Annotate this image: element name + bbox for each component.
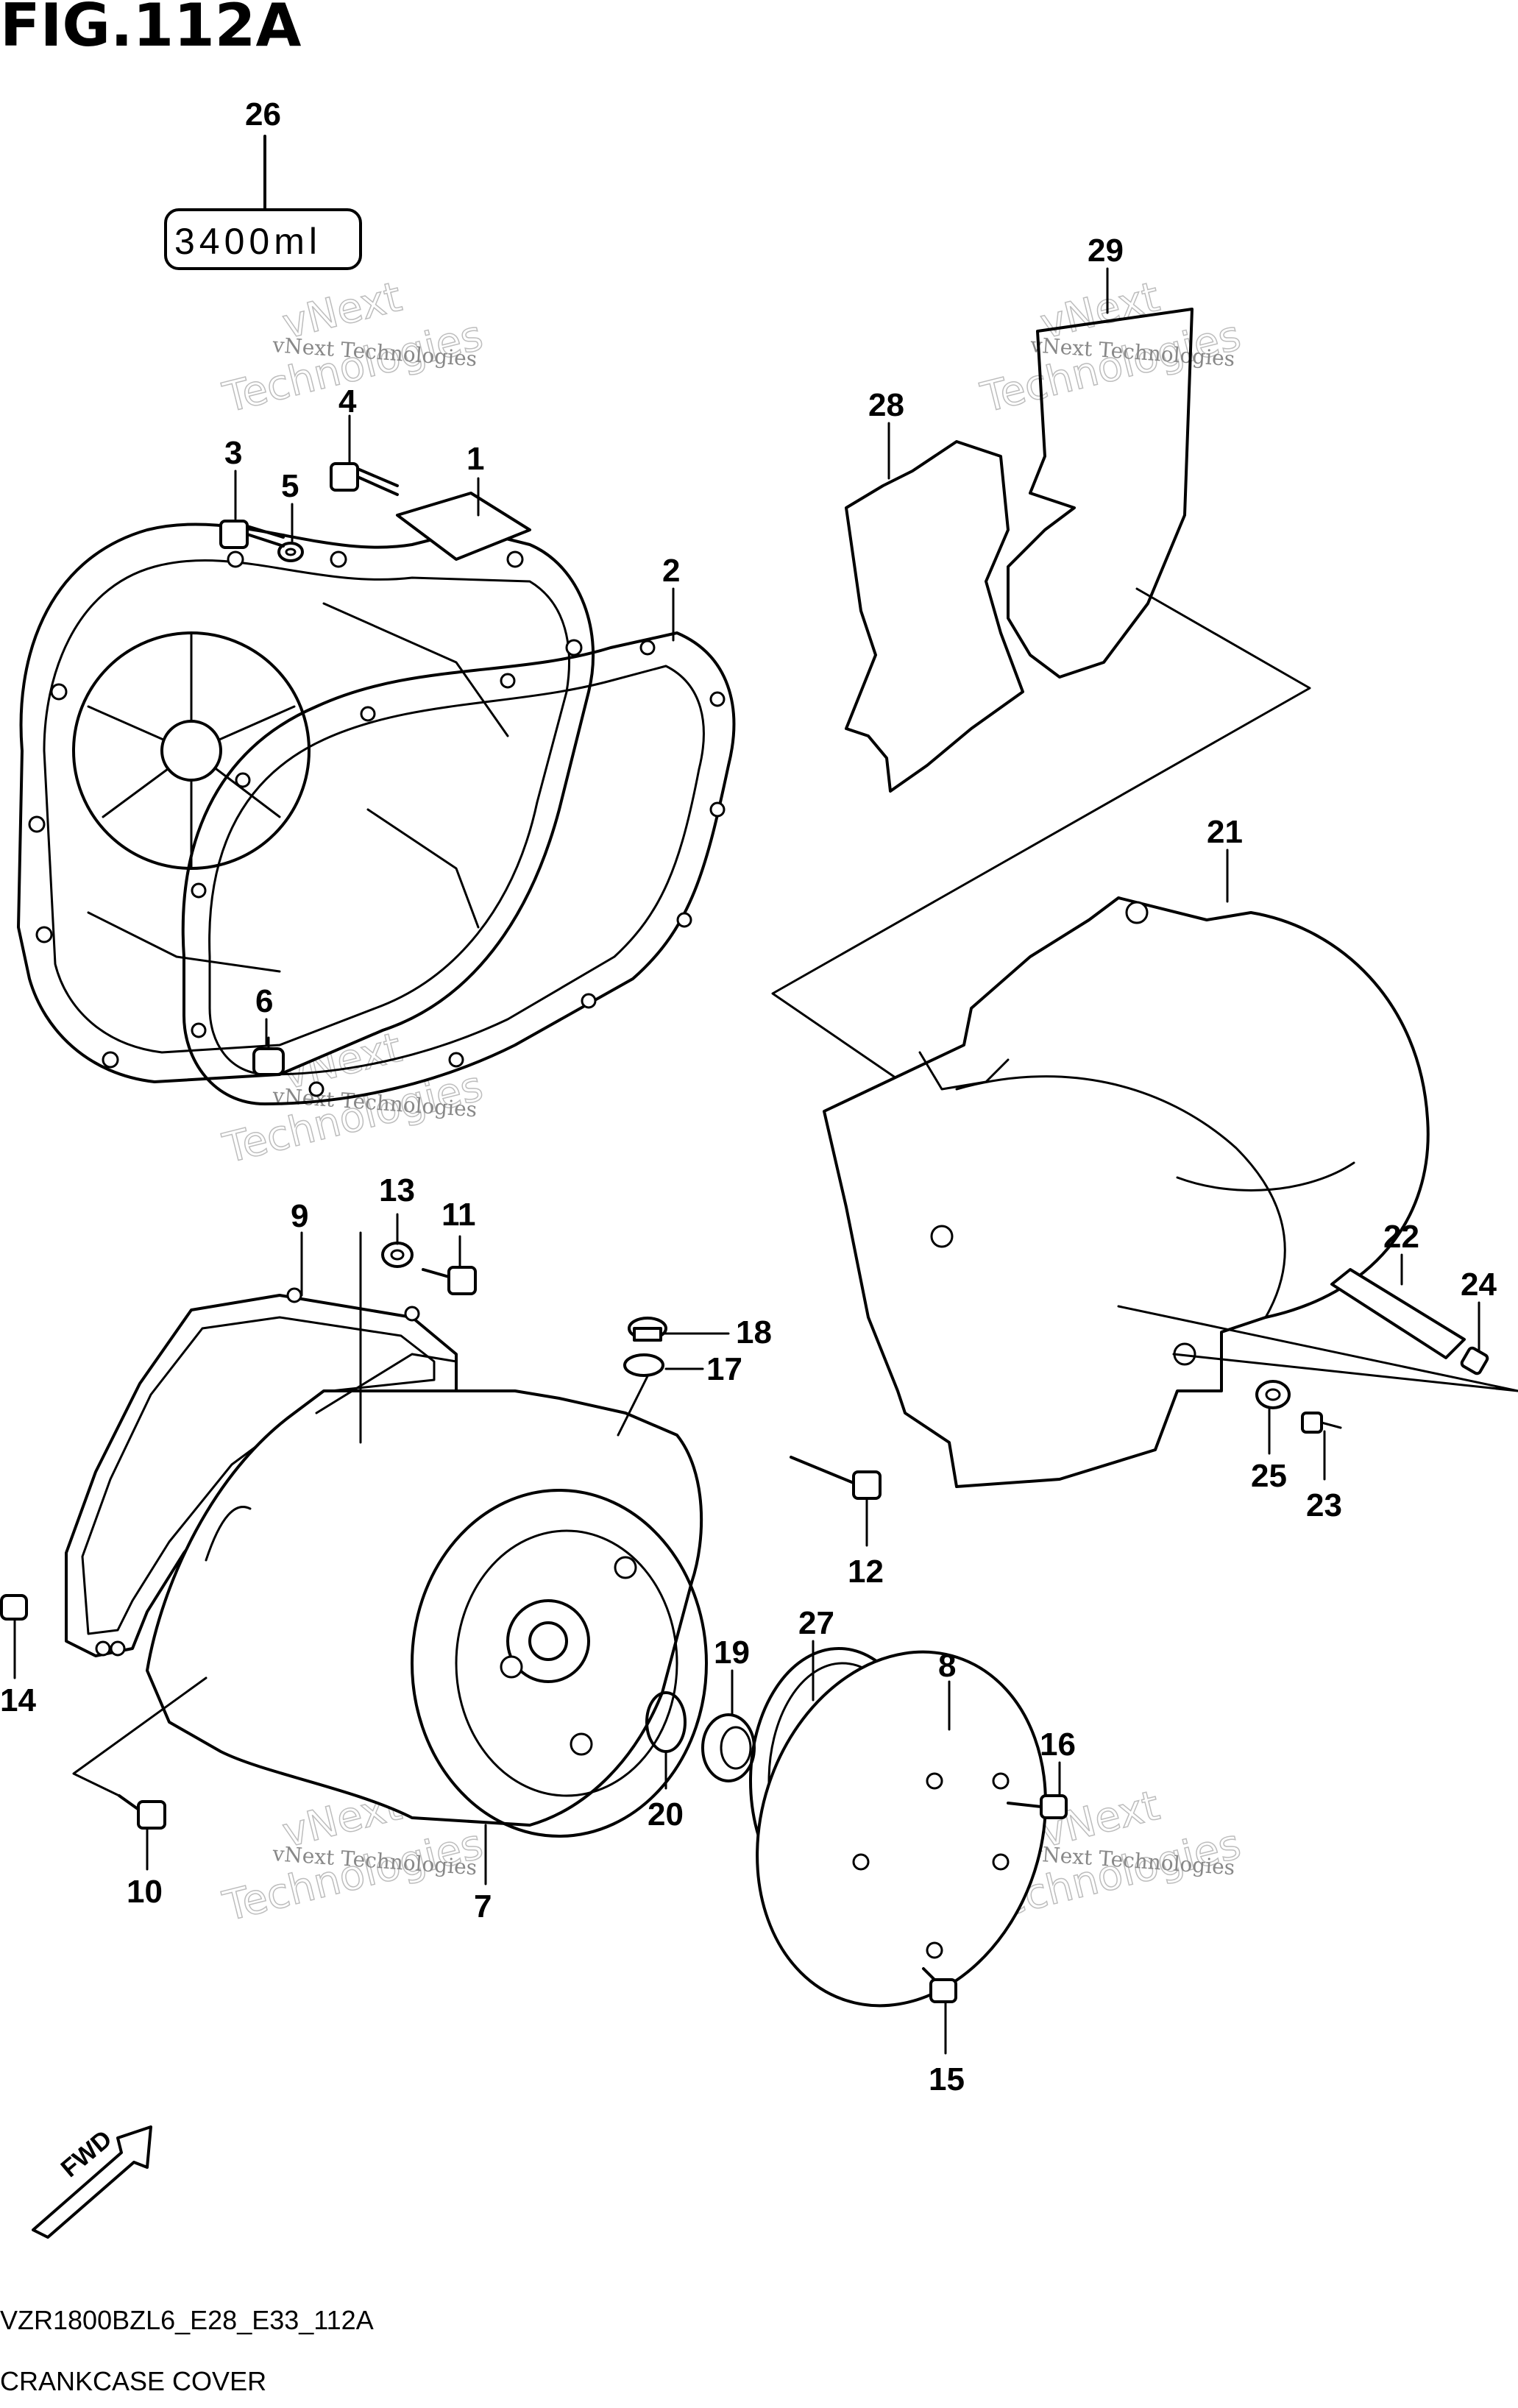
clutch-cover-gasket-9 (65, 1287, 458, 1657)
callout-18: 18 (736, 1314, 772, 1350)
leader-lines-22-24 (1117, 1305, 1518, 1392)
callout-13: 13 (379, 1172, 415, 1208)
oil-quantity-box: 3400ml (164, 135, 362, 270)
nut-24 (1460, 1346, 1489, 1375)
clutch-cover-7 (146, 1353, 708, 1838)
o-ring-17 (623, 1353, 664, 1377)
bolt-11 (422, 1266, 477, 1295)
callout-25: 25 (1251, 1458, 1287, 1494)
callout-29: 29 (1088, 233, 1124, 269)
washer-13 (381, 1242, 414, 1268)
washer-5 (277, 542, 304, 562)
callout-27: 27 (798, 1605, 834, 1641)
insulator-28 (845, 440, 1024, 793)
callout-7: 7 (474, 1888, 492, 1924)
crankcase-cover-left (17, 492, 595, 1083)
callout-10: 10 (127, 1874, 163, 1910)
callout-22: 22 (1383, 1219, 1419, 1255)
dowel-pin-14 (0, 1594, 28, 1621)
plug-18 (628, 1317, 667, 1342)
generator-cover-21 (823, 896, 1430, 1488)
watermark-top-right: vNext Technologies vNext Technologies (976, 272, 1246, 422)
dowel-pin-6 (252, 1036, 285, 1076)
callout-5: 5 (281, 468, 299, 504)
clutch-inspection-cover-8 (756, 1650, 1047, 2008)
callout-19: 19 (714, 1635, 750, 1671)
callout-14: 14 (0, 1682, 36, 1718)
callout-4: 4 (338, 383, 357, 419)
figure-title: FIG.112A (0, 0, 301, 60)
crankcase-cover-gasket (181, 631, 736, 1105)
callout-3: 3 (224, 435, 242, 471)
bolt-23 (1301, 1412, 1342, 1434)
oil-quantity-label: 3400ml (174, 221, 322, 262)
stud-22 (1330, 1268, 1466, 1359)
callout-17: 17 (706, 1351, 742, 1387)
callout-leaders (13, 267, 1480, 2055)
callout-26: 26 (245, 96, 281, 132)
callout-21: 21 (1207, 814, 1243, 850)
bolt-3 (219, 520, 285, 549)
leader-10 (72, 1676, 208, 1797)
bolt-10 (118, 1794, 166, 1830)
bolt-16 (1007, 1794, 1068, 1819)
bolt-15 (922, 1967, 957, 2003)
callout-16: 16 (1040, 1727, 1076, 1763)
grommet-25 (1255, 1380, 1291, 1409)
callout-9: 9 (291, 1198, 308, 1234)
callout-28: 28 (868, 387, 904, 423)
fwd-arrow: FWD (32, 2125, 152, 2239)
bolt-4 (330, 462, 399, 496)
model-code: VZR1800BZL6_E28_E33_112A (0, 2305, 374, 2335)
leader-17-18 (617, 1375, 649, 1437)
callout-8: 8 (938, 1648, 956, 1684)
leader-lines-21 (771, 587, 1311, 1091)
callout-12: 12 (848, 1554, 884, 1590)
callout-24: 24 (1461, 1267, 1497, 1303)
callout-20: 20 (648, 1796, 684, 1832)
diagram-caption: CRANKCASE COVER (0, 2366, 266, 2396)
callout-labels: 1 2 3 4 5 6 7 8 9 10 11 12 13 14 15 16 1… (0, 96, 1497, 2097)
bolt-12 (790, 1456, 882, 1500)
insulator-29 (1007, 308, 1194, 679)
callout-6: 6 (255, 983, 273, 1019)
plug-19 (701, 1713, 756, 1782)
callout-11: 11 (441, 1197, 476, 1233)
callout-23: 23 (1306, 1487, 1342, 1523)
callout-1: 1 (467, 441, 484, 477)
callout-2: 2 (662, 553, 680, 589)
callout-15: 15 (929, 2061, 965, 2097)
